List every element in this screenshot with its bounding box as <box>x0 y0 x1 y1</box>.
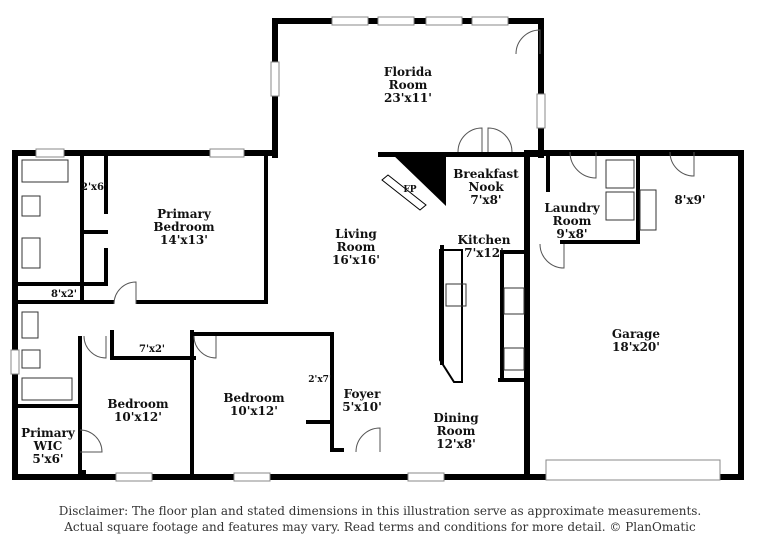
living-dims: 16'x16' <box>332 253 380 267</box>
wic-name: Primary <box>21 426 76 440</box>
bedroom-mid-dims: 10'x12' <box>230 404 278 418</box>
fireplace-icon <box>390 152 446 206</box>
room-kitchen: Kitchen 7'x12' <box>458 233 511 260</box>
living-name2: Room <box>337 240 376 254</box>
dining-name2: Room <box>437 424 476 438</box>
dining-name: Dining <box>433 411 479 425</box>
laundry-name2: Room <box>553 214 592 228</box>
breakfast-name2: Nook <box>468 180 504 194</box>
florida-dims: 23'x11' <box>384 91 432 105</box>
laundry-dims: 9'x8' <box>556 227 587 241</box>
breakfast-name: Breakfast <box>453 167 519 181</box>
primary-bed-dims: 14'x13' <box>160 233 208 247</box>
interior-walls <box>14 152 640 476</box>
bedroom-mid-name: Bedroom <box>223 391 284 405</box>
room-breakfast-nook: Breakfast Nook 7'x8' <box>453 167 519 207</box>
room-bedroom-left: Bedroom 10'x12' <box>107 397 168 424</box>
foyer-name: Foyer <box>344 387 381 401</box>
primary-bed-name2: Bedroom <box>153 220 214 234</box>
closet-2x6-dims: 2'x6' <box>81 182 107 193</box>
room-bedroom-mid: Bedroom 10'x12' <box>223 391 284 418</box>
laundry-name: Laundry <box>544 201 600 215</box>
dining-dims: 12'x8' <box>436 437 476 451</box>
fireplace-label: FP <box>403 185 416 195</box>
wic-dims: 5'x6' <box>32 452 63 466</box>
room-primary-wic: Primary WIC 5'x6' <box>21 426 76 466</box>
kitchen-dims: 7'x12' <box>464 246 504 260</box>
water-heater <box>639 189 657 231</box>
florida-name2: Room <box>389 78 428 92</box>
living-name: Living <box>335 227 377 241</box>
breakfast-dims: 7'x8' <box>470 193 501 207</box>
closet-2x7-dims: 2'x7' <box>308 375 331 385</box>
fireplace-hearth <box>381 174 427 211</box>
primary-bed-name: Primary <box>157 207 212 221</box>
bath-fixtures <box>21 159 73 401</box>
dryer <box>605 191 635 221</box>
washer <box>605 159 635 189</box>
room-living: Living Room 16'x16' <box>332 227 380 267</box>
wic-name2: WIC <box>33 439 63 453</box>
closet-8x2-dims: 8'x2' <box>51 289 77 300</box>
room-dining: Dining Room 12'x8' <box>433 411 479 451</box>
florida-name: Florida <box>384 65 432 79</box>
closet-7x2-dims: 7'x2' <box>139 344 165 355</box>
stove <box>503 287 525 315</box>
storage-dims: 8'x9' <box>674 193 705 207</box>
kitchen-name: Kitchen <box>458 233 511 247</box>
refrigerator <box>503 347 525 371</box>
room-primary-bedroom: Primary Bedroom 14'x13' <box>153 207 214 247</box>
garage-name: Garage <box>612 327 661 341</box>
room-garage: Garage 18'x20' <box>612 327 661 354</box>
garage-dims: 18'x20' <box>612 340 660 354</box>
room-florida: Florida Room 23'x11' <box>384 65 432 105</box>
room-foyer: Foyer 5'x10' <box>342 387 382 414</box>
kitchen-counter <box>439 249 463 383</box>
kitchen-sink <box>445 283 467 307</box>
bedroom-left-name: Bedroom <box>107 397 168 411</box>
disclaimer-line-1: Disclaimer: The floor plan and stated di… <box>58 504 702 518</box>
disclaimer-line-2: Actual square footage and features may v… <box>64 520 696 534</box>
room-laundry: Laundry Room 9'x8' <box>544 201 600 241</box>
foyer-dims: 5'x10' <box>342 400 382 414</box>
windows <box>10 16 721 482</box>
bedroom-left-dims: 10'x12' <box>114 410 162 424</box>
doors <box>79 29 695 453</box>
